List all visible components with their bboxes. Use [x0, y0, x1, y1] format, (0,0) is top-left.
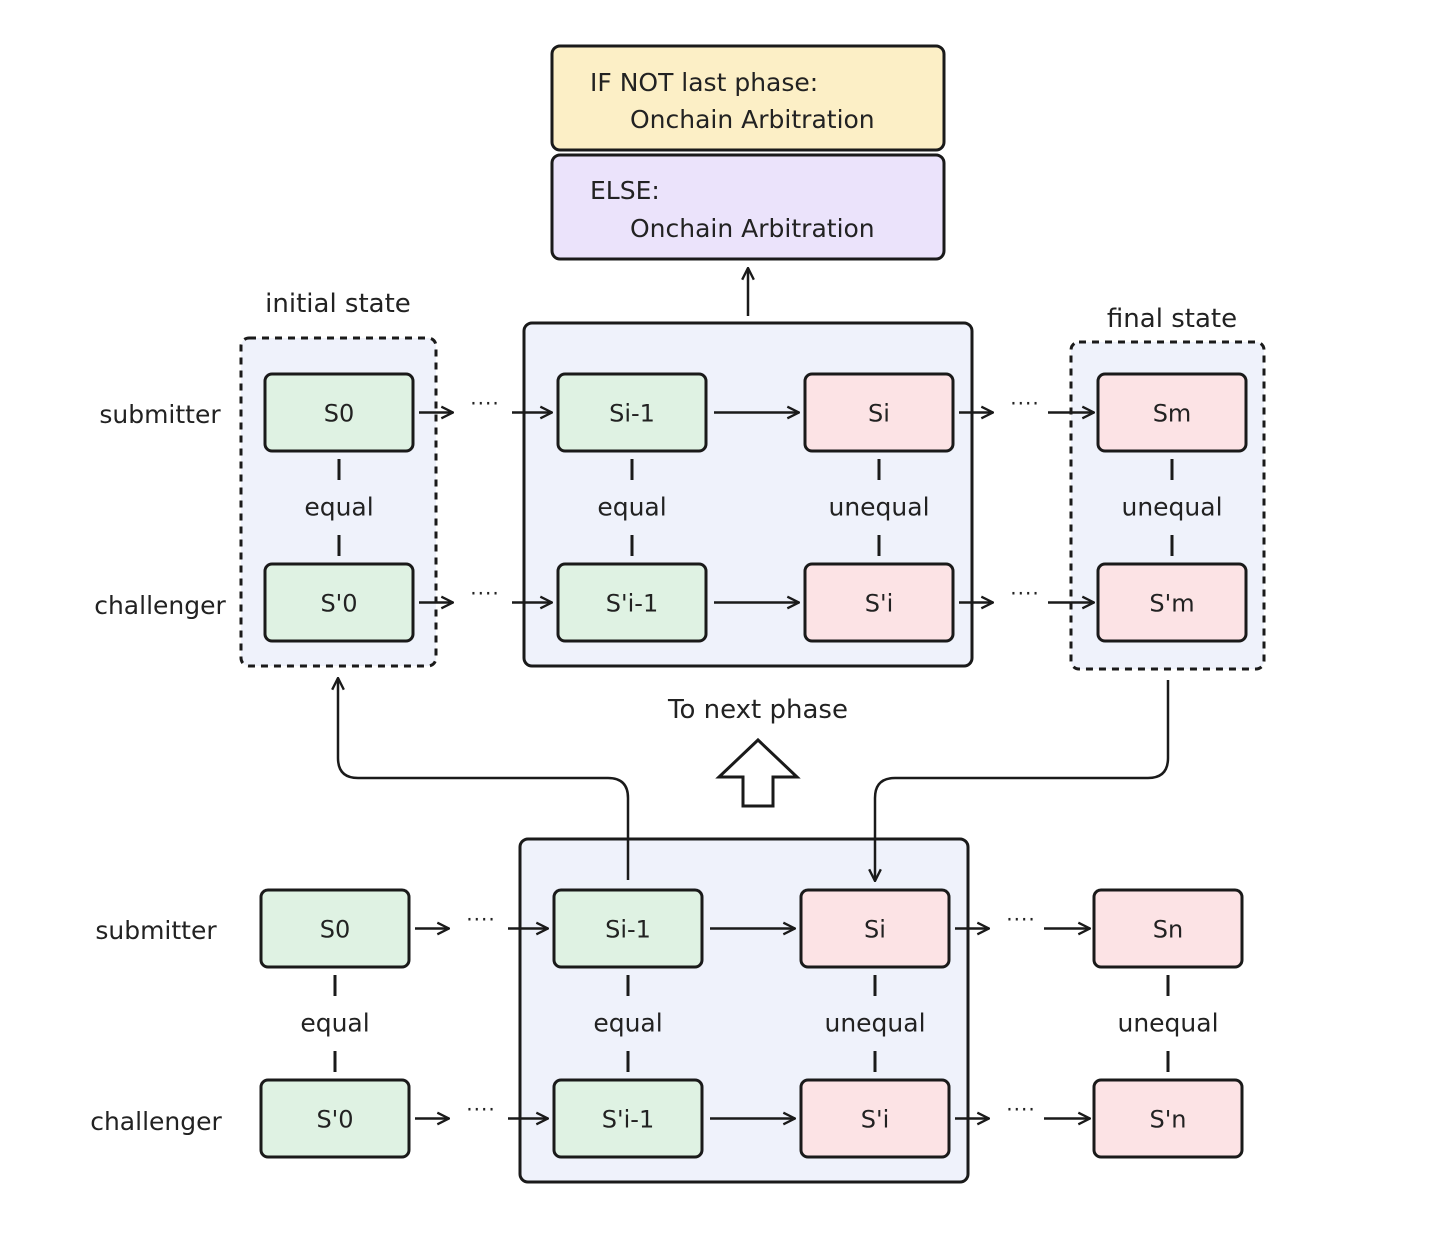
- upper-submitter-state-1: [556, 372, 708, 453]
- to-initial-state-arrow: [338, 678, 630, 880]
- upper-challenger-label: challenger: [94, 591, 226, 620]
- upper-challenger-state-1: [556, 562, 708, 643]
- else-title: ELSE:: [590, 176, 660, 205]
- upper-submitter-ellipsis-0: ····: [470, 392, 499, 416]
- upper-relation-label-1: equal: [597, 493, 666, 522]
- lower-relation-label-3: unequal: [1117, 1009, 1218, 1038]
- lower-relation-label-2: unequal: [824, 1009, 925, 1038]
- upper-challenger-ellipsis-0: ····: [470, 582, 499, 606]
- upper-submitter-state-label-3: Sm: [1153, 400, 1192, 428]
- upper-relation-label-3: unequal: [1121, 493, 1222, 522]
- if-box: IF NOT last phase: Onchain Arbitration: [550, 44, 946, 152]
- upper-relation-label-2: unequal: [828, 493, 929, 522]
- lower-submitter-ellipsis-1: ····: [1006, 908, 1035, 932]
- lower-submitter-state-1: [552, 888, 704, 969]
- next-phase-arrow-icon: [715, 737, 801, 808]
- lower-challenger-ellipsis-1: ····: [1006, 1098, 1035, 1122]
- to-final-state-arrow: [875, 680, 1170, 881]
- lower-challenger-state-label-3: S'n: [1149, 1106, 1186, 1134]
- lower-submitter-state-label-2: Si: [864, 916, 886, 944]
- lower-submitter-state-0: [259, 888, 411, 969]
- lower-submitter-label: submitter: [95, 916, 217, 945]
- upper-submitter-state-3: [1096, 372, 1248, 453]
- lower-challenger-ellipsis-0: ····: [466, 1098, 495, 1122]
- upper-relation-label-0: equal: [304, 493, 373, 522]
- upper-submitter-state-label-2: Si: [868, 400, 890, 428]
- lower-submitter-state-label-0: S0: [320, 916, 351, 944]
- upper-submitter-ellipsis-1: ····: [1010, 392, 1039, 416]
- upper-challenger-state-2: [803, 562, 955, 643]
- else-body: Onchain Arbitration: [630, 214, 875, 243]
- upper-challenger-state-label-2: S'i: [865, 590, 894, 618]
- final-state-label: final state: [1107, 304, 1237, 334]
- lower-submitter-ellipsis-0: ····: [466, 908, 495, 932]
- lower-challenger-state-label-1: S'i-1: [602, 1106, 654, 1134]
- lower-challenger-state-0: [259, 1078, 411, 1159]
- upper-challenger-state-3: [1096, 562, 1248, 643]
- upper-submitter-state-2: [803, 372, 955, 453]
- lower-relation-label-1: equal: [593, 1009, 662, 1038]
- lower-challenger-state-3: [1092, 1078, 1244, 1159]
- upper-submitter-state-label-1: Si-1: [609, 400, 655, 428]
- lower-challenger-state-1: [552, 1078, 704, 1159]
- upper-challenger-ellipsis-1: ····: [1010, 582, 1039, 606]
- lower-challenger-label: challenger: [90, 1107, 222, 1136]
- lower-submitter-state-3: [1092, 888, 1244, 969]
- lower-challenger-state-label-2: S'i: [861, 1106, 890, 1134]
- upper-challenger-state-label-3: S'm: [1149, 590, 1194, 618]
- else-box: ELSE: Onchain Arbitration: [550, 153, 946, 261]
- upper-challenger-state-label-0: S'0: [320, 590, 357, 618]
- upper-challenger-state-0: [263, 562, 415, 643]
- lower-submitter-state-label-1: Si-1: [605, 916, 651, 944]
- if-title: IF NOT last phase:: [590, 68, 818, 97]
- upper-submitter-state-label-0: S0: [324, 400, 355, 428]
- upper-challenger-state-label-1: S'i-1: [606, 590, 658, 618]
- if-body: Onchain Arbitration: [630, 105, 875, 134]
- lower-challenger-state-label-0: S'0: [316, 1106, 353, 1134]
- lower-relation-label-0: equal: [300, 1009, 369, 1038]
- lower-challenger-state-2: [799, 1078, 951, 1159]
- upper-submitter-label: submitter: [99, 400, 221, 429]
- lower-submitter-state-label-3: Sn: [1153, 916, 1183, 944]
- lower-submitter-state-2: [799, 888, 951, 969]
- to-next-phase-label: To next phase: [667, 695, 848, 725]
- upper-submitter-state-0: [263, 372, 415, 453]
- initial-state-label: initial state: [265, 289, 411, 319]
